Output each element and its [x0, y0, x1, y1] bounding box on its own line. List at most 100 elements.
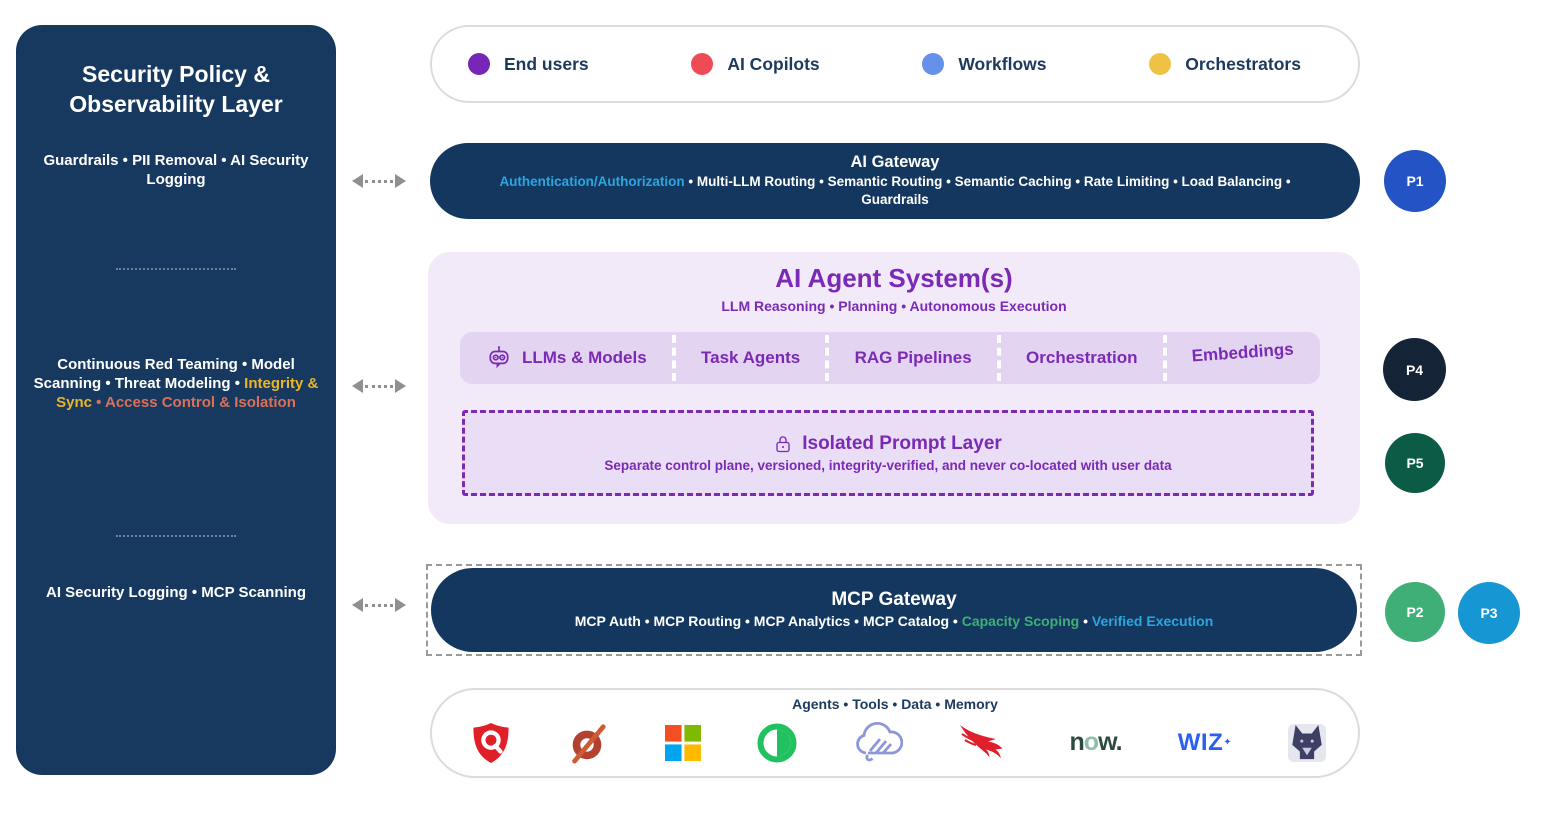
robot-icon: [489, 346, 509, 369]
capability-divider: [671, 335, 676, 381]
lock-icon: [776, 436, 790, 453]
sidebar-to-agent-system-arrow: [352, 378, 406, 394]
servicenow-now-logo: now.: [1069, 728, 1123, 757]
now-letter-o: o: [1083, 728, 1099, 756]
legend-label: Workflows: [958, 53, 1047, 74]
ai-gateway-auth-highlight: Authentication/Authorization: [499, 174, 685, 190]
purple-dot-icon: [468, 53, 490, 75]
snyk-doberman-logo: [1287, 722, 1326, 764]
qualys-shield-logo: [472, 722, 510, 764]
mcp-separator: •: [1079, 613, 1092, 630]
capability-label: Orchestration: [1026, 348, 1138, 367]
badge-p3: P3: [1458, 582, 1520, 644]
wiz-wordmark: WIZ: [1177, 728, 1224, 756]
ai-gateway-bar: AI Gateway Authentication/Authorization …: [430, 143, 1360, 219]
capability-label: Task Agents: [701, 348, 801, 367]
arrow-left-head-icon: [352, 379, 363, 393]
capability-label: Embeddings: [1190, 339, 1295, 366]
vendor-logo-row: now. WIZ✦: [472, 717, 1326, 768]
legend-item-orchestrators: Orchestrators: [1149, 53, 1301, 75]
isolated-prompt-layer: Isolated Prompt Layer Separate control p…: [462, 410, 1314, 496]
legend-item-ai-copilots: AI Copilots: [691, 53, 820, 75]
mcp-gateway-title: MCP Gateway: [831, 589, 957, 611]
ai-gateway-title: AI Gateway: [850, 153, 940, 172]
now-letter-w: w.: [1098, 728, 1122, 756]
sidebar-mcp-scanning-text: AI Security Logging • MCP Scanning: [46, 584, 306, 601]
isolated-prompt-layer-header: Isolated Prompt Layer: [774, 433, 1002, 455]
compass-gauge-icon: [572, 723, 606, 764]
crowdstrike-falcon-logo: [959, 724, 1013, 762]
capability-divider: [996, 335, 1001, 381]
sidebar-redteam-white: Continuous Red Teaming • Model Scanning …: [33, 356, 295, 392]
downstream-resources-pill: Agents • Tools • Data • Memory: [430, 688, 1360, 778]
sidebar-guardrails-text: Guardrails • PII Removal • AI Security L…: [43, 152, 309, 188]
agent-capabilities-bar: LLMs & Models Task Agents RAG Pipelines …: [460, 332, 1320, 384]
mcp-feature-list: MCP Auth • MCP Routing • MCP Analytics •…: [574, 613, 962, 630]
capability-llms-models: LLMs & Models: [486, 345, 647, 371]
doberman-dog-icon: [1287, 723, 1326, 762]
ai-gateway-feature-list: • Multi-LLM Routing • Semantic Routing •…: [684, 174, 1291, 207]
isolated-prompt-layer-subtitle: Separate control plane, versioned, integ…: [604, 458, 1172, 473]
sidebar-access-control: Access Control & Isolation: [105, 393, 296, 411]
sidebar-divider: [116, 268, 236, 270]
microsoft-logo: [664, 724, 701, 761]
arrow-shaft: [365, 384, 393, 388]
mcp-capacity-scoping-highlight: Capacity Scoping: [961, 613, 1080, 630]
now-letter-n: n: [1069, 728, 1085, 756]
legend-label: AI Copilots: [727, 53, 820, 74]
capability-label: LLMs & Models: [522, 348, 647, 367]
mcp-gateway-bar: MCP Gateway MCP Auth • MCP Routing • MCP…: [431, 568, 1357, 652]
agent-system-title: AI Agent System(s): [775, 263, 1013, 293]
cloud-scribble-icon: [856, 721, 903, 761]
purple-cloud-scribble-logo: [853, 721, 903, 764]
capability-divider: [1162, 335, 1167, 381]
badge-p4: P4: [1383, 338, 1446, 401]
isolated-prompt-layer-title: Isolated Prompt Layer: [802, 433, 1002, 454]
arrow-shaft: [365, 179, 393, 183]
agent-system-subtitle: LLM Reasoning • Planning • Autonomous Ex…: [721, 298, 1067, 314]
sidebar-redteam-text: Continuous Red Teaming • Model Scanning …: [30, 356, 322, 412]
falcon-icon: [960, 724, 1003, 758]
green-contrast-circle-logo: [757, 723, 797, 763]
wiz-star-icon: ✦: [1223, 737, 1232, 748]
capability-task-agents: Task Agents: [701, 348, 800, 368]
arrow-shaft: [365, 603, 393, 607]
mcp-gateway-dashed-frame: [426, 564, 1362, 656]
qualys-shield-icon: [473, 722, 509, 763]
sidebar-divider: [116, 535, 236, 537]
capability-rag-pipelines: RAG Pipelines: [855, 348, 972, 368]
badge-p1: P1: [1384, 150, 1446, 212]
legend-label: End users: [504, 53, 589, 74]
badge-p2: P2: [1385, 582, 1445, 642]
mcp-gateway-features: MCP Auth • MCP Routing • MCP Analytics •…: [575, 612, 1214, 630]
sidebar-to-mcp-gateway-arrow: [352, 597, 406, 613]
compass-gauge-logo: [566, 722, 608, 764]
badge-p5: P5: [1385, 433, 1445, 493]
mcp-verified-execution-highlight: Verified Execution: [1091, 613, 1214, 630]
arrow-right-head-icon: [395, 379, 406, 393]
yellow-dot-icon: [1149, 53, 1172, 75]
arrow-left-head-icon: [352, 598, 363, 612]
capability-label: RAG Pipelines: [854, 348, 972, 367]
legend-item-workflows: Workflows: [922, 53, 1047, 75]
wiz-logo: WIZ✦: [1178, 729, 1232, 757]
arrow-right-head-icon: [395, 598, 406, 612]
ai-gateway-features: Authentication/Authorization • Multi-LLM…: [464, 173, 1326, 208]
legend-item-end-users: End users: [468, 53, 589, 75]
security-policy-sidebar: Security Policy & Observability Layer Gu…: [16, 25, 336, 775]
capability-embeddings: Embeddings: [1191, 339, 1294, 366]
capability-divider: [825, 335, 830, 381]
capability-orchestration: Orchestration: [1026, 348, 1137, 368]
arrow-left-head-icon: [352, 174, 363, 188]
ai-agent-system-panel: AI Agent System(s) LLM Reasoning • Plann…: [428, 252, 1360, 524]
blue-dot-icon: [922, 53, 945, 75]
sidebar-separator: •: [91, 393, 105, 411]
sidebar-to-ai-gateway-arrow: [352, 173, 406, 189]
microsoft-squares-icon: [664, 724, 701, 761]
sidebar-title: Security Policy & Observability Layer: [69, 61, 283, 118]
sidebar-integrity-sync: Integrity & Sync: [56, 374, 319, 411]
arrow-right-head-icon: [395, 174, 406, 188]
sources-legend-pill: End users AI Copilots Workflows Orchestr…: [430, 25, 1360, 103]
downstream-title: Agents • Tools • Data • Memory: [792, 696, 998, 712]
